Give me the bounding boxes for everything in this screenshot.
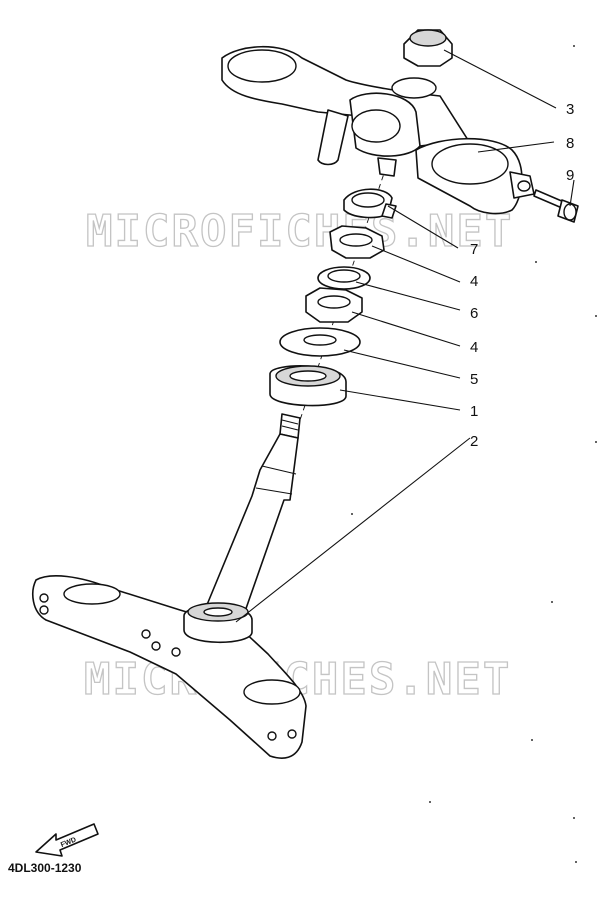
leader-4a: [371, 245, 461, 283]
leader-3: [443, 49, 557, 109]
rubber-washer[interactable]: [317, 266, 371, 290]
callout-9: 9: [566, 167, 574, 184]
leader-5: [343, 349, 461, 379]
leader-1: [339, 389, 461, 411]
callout-1: 1: [470, 403, 478, 420]
ring-nut-lower[interactable]: [305, 287, 363, 323]
upper-bracket-post: [317, 109, 349, 166]
leader-2: [235, 437, 471, 623]
lock-washer[interactable]: [343, 188, 397, 219]
callout-5: 5: [470, 371, 478, 388]
scan-specks: [351, 45, 597, 863]
pinch-bolt[interactable]: [533, 189, 579, 223]
callout-7: 7: [470, 241, 478, 258]
upper-bearing[interactable]: [269, 365, 347, 407]
steering-stem-nut[interactable]: [403, 29, 453, 67]
callout-6: 6: [470, 305, 478, 322]
upper-bracket-right-clamp-hole: [431, 143, 509, 185]
callout-4-upper: 4: [470, 273, 478, 290]
callout-8: 8: [566, 135, 574, 152]
upper-bracket-nut-seat: [391, 77, 437, 99]
lower-bracket-right-clamp-hole: [243, 679, 301, 705]
callout-3: 3: [566, 101, 574, 118]
lower-bracket-left-clamp-hole: [63, 583, 121, 605]
diagram-code: 4DL300-1230: [8, 861, 82, 875]
stem-top-tip: [377, 157, 397, 177]
watermark-top: MICROFICHES.NET: [86, 206, 513, 257]
callout-4-lower: 4: [470, 339, 478, 356]
upper-bracket-center-hole: [351, 109, 401, 143]
forward-arrow-icon: FWD: [35, 823, 99, 857]
leader-4b: [351, 311, 461, 347]
lower-bracket-and-stem[interactable]: [32, 413, 307, 759]
stem-shaft: [203, 433, 299, 621]
lower-bracket-body: [32, 575, 307, 759]
leader-6: [355, 281, 461, 311]
upper-bracket[interactable]: [221, 45, 535, 215]
ring-nut-upper[interactable]: [329, 225, 385, 259]
leader-7: [387, 205, 459, 249]
upper-bracket-left-clamp-hole: [227, 49, 297, 83]
bearing-cover[interactable]: [279, 327, 361, 357]
leader-9: [569, 179, 575, 207]
lower-bearing[interactable]: [183, 602, 253, 644]
callout-2: 2: [470, 433, 478, 450]
leader-8: [477, 141, 555, 153]
